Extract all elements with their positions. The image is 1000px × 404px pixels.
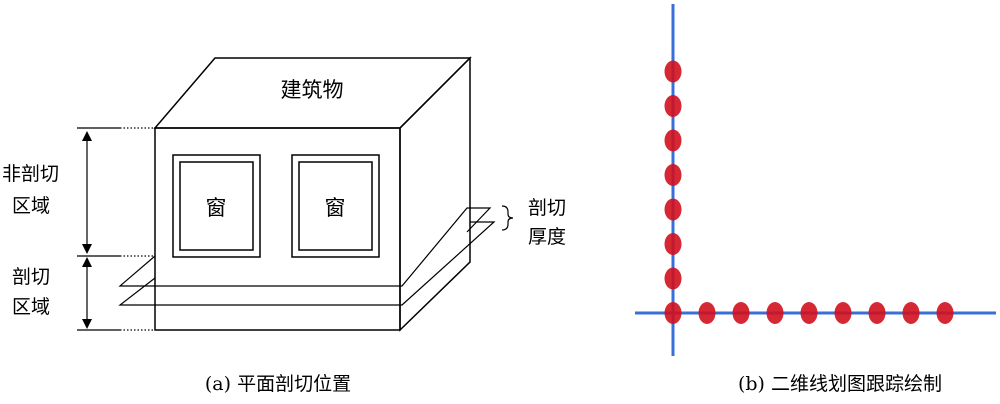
window-right bbox=[291, 154, 380, 258]
trace-point-horizontal bbox=[902, 302, 920, 324]
trace-points bbox=[664, 60, 954, 324]
trace-point-vertical bbox=[664, 129, 682, 152]
trace-point-vertical bbox=[664, 95, 682, 117]
caption-a: (a) 平面剖切位置 bbox=[205, 373, 351, 395]
cut-region-label-line2: 区域 bbox=[12, 296, 50, 318]
trace-point-vertical bbox=[664, 164, 682, 186]
trace-point-vertical bbox=[664, 198, 682, 221]
trace-point-vertical bbox=[664, 233, 682, 255]
cut-thickness-label-line1: 剖切 bbox=[528, 197, 566, 219]
cut-planes bbox=[118, 207, 496, 306]
non-cut-region-label-line2: 区域 bbox=[12, 195, 50, 217]
window-right-label: 窗 bbox=[325, 196, 346, 220]
trace-point-horizontal bbox=[800, 302, 818, 324]
cut-thickness-brace bbox=[501, 205, 514, 231]
trace-point-horizontal bbox=[868, 302, 886, 324]
building-label: 建筑物 bbox=[281, 78, 344, 102]
trace-point-vertical bbox=[664, 60, 682, 83]
panel-b: (b) 二维线划图跟踪绘制 bbox=[635, 4, 996, 395]
cut-region-label-line1: 剖切 bbox=[12, 266, 50, 288]
building-side-face bbox=[399, 56, 471, 332]
window-left-label: 窗 bbox=[206, 196, 227, 220]
building bbox=[153, 56, 472, 332]
dimension-lines bbox=[77, 127, 155, 331]
window-left bbox=[172, 154, 261, 258]
trace-point-vertical bbox=[664, 302, 682, 324]
panel-a: 建筑物 窗 窗 剖切 厚度 bbox=[2, 56, 566, 395]
cut-plane-upper bbox=[118, 207, 492, 287]
cut-plane-lower bbox=[118, 221, 496, 306]
trace-point-horizontal bbox=[834, 302, 852, 324]
building-front-face bbox=[154, 127, 401, 331]
trace-point-vertical bbox=[664, 267, 682, 290]
cut-thickness-label-line2: 厚度 bbox=[528, 226, 566, 248]
trace-point-horizontal bbox=[732, 302, 750, 324]
trace-point-horizontal bbox=[936, 302, 954, 324]
caption-b: (b) 二维线划图跟踪绘制 bbox=[738, 373, 942, 395]
trace-point-horizontal bbox=[698, 302, 716, 324]
non-cut-region-label-line1: 非剖切 bbox=[2, 163, 59, 185]
trace-point-horizontal bbox=[766, 302, 784, 324]
